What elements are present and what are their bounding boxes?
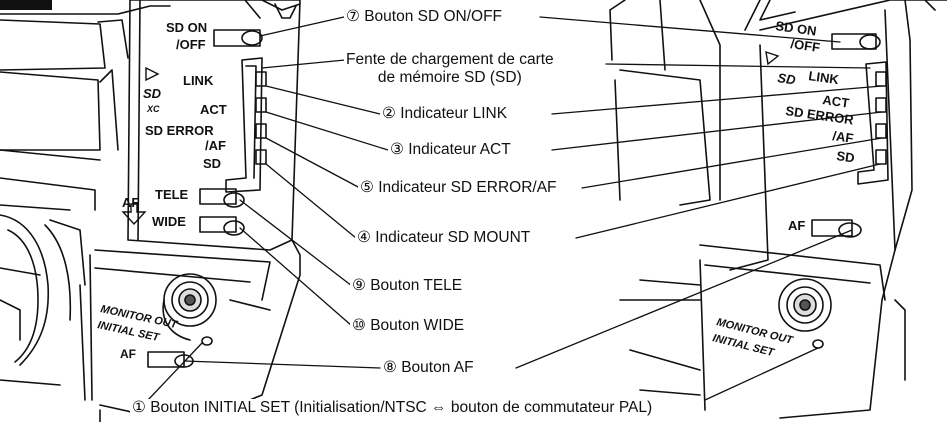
label-sd: SD <box>203 156 221 171</box>
callout-sd-slot-line1: Fente de chargement de carte <box>346 51 554 68</box>
link-indicator <box>255 71 267 87</box>
callout-link: ② Indicateur LINK <box>380 105 510 123</box>
sd-card-slot <box>225 57 263 193</box>
callout-initial-set: ① Bouton INITIAL SET (Initialisation/NTS… <box>130 399 655 417</box>
label-wide: WIDE <box>152 214 186 229</box>
wide-button[interactable] <box>199 216 237 233</box>
label-sd-on: SD ON <box>166 20 207 35</box>
left-camera-view <box>0 0 301 423</box>
af-button-right[interactable] <box>811 219 853 237</box>
callout-sd-error: ⑤ Indicateur SD ERROR/AF <box>358 179 559 197</box>
sd-mount-indicator-right <box>875 149 887 165</box>
af-button-left[interactable] <box>147 351 185 368</box>
right-camera-view <box>609 0 947 419</box>
sd-card-slot-right <box>857 61 889 185</box>
label-tele: TELE <box>155 187 189 202</box>
play-icon-right <box>765 50 780 66</box>
sd-mount-indicator <box>255 149 267 165</box>
label-link-right: LINK <box>808 68 841 87</box>
device-labels-right: SD ON /OFF LINK SD ACT SD ERROR /AF SD A… <box>711 18 855 359</box>
callout-af: ⑧ Bouton AF <box>381 359 476 377</box>
play-icon <box>145 66 160 82</box>
label-af: AF <box>122 195 139 210</box>
label-act-right: ACT <box>822 92 851 111</box>
label-off-right: /OFF <box>790 36 821 55</box>
label-off: /OFF <box>176 37 206 52</box>
label-sd-on-right: SD ON <box>775 18 818 39</box>
initial-set-button[interactable] <box>201 336 213 346</box>
callout-tele: ⑨ Bouton TELE <box>350 277 465 295</box>
header-tab <box>0 0 52 10</box>
link-indicator-right <box>875 71 887 87</box>
label-act: ACT <box>200 102 227 117</box>
callout-sd-onoff: ⑦ Bouton SD ON/OFF <box>344 8 505 26</box>
label-sd-right: SD <box>836 148 856 165</box>
callout-wide: ⑩ Bouton WIDE <box>350 317 467 335</box>
act-indicator <box>255 97 267 113</box>
xc-logo: XC <box>146 104 160 114</box>
monitor-out-jack-right <box>778 278 832 332</box>
callout-sd-slot: Fente de chargement de carte de mémoire … <box>344 51 556 87</box>
sd-error-indicator-right <box>875 123 887 139</box>
initial-set-button-right[interactable] <box>812 339 824 349</box>
down-arrow-icon <box>121 203 147 226</box>
tele-button[interactable] <box>199 188 237 205</box>
sd-logo: SD <box>143 86 162 101</box>
callout-act: ③ Indicateur ACT <box>388 141 513 159</box>
device-labels-left: SD ON /OFF LINK SD XC ACT SD ERROR /AF S… <box>96 20 226 361</box>
label-link: LINK <box>183 73 214 88</box>
label-sd-error: SD ERROR <box>145 123 214 138</box>
leader-lines <box>147 16 883 401</box>
callout-sd-mount: ④ Indicateur SD MOUNT <box>355 229 533 247</box>
sd-onoff-button[interactable] <box>213 29 261 47</box>
sd-error-indicator <box>255 123 267 139</box>
label-af-slash-right: /AF <box>832 128 855 146</box>
sd-logo-right: SD <box>777 70 798 87</box>
callout-sd-slot-line2: de mémoire SD (SD) <box>377 69 522 86</box>
label-af-right: AF <box>788 218 805 233</box>
act-indicator-right <box>875 97 887 113</box>
label-af-bottom: AF <box>120 347 136 361</box>
label-af-slash: /AF <box>205 138 226 153</box>
